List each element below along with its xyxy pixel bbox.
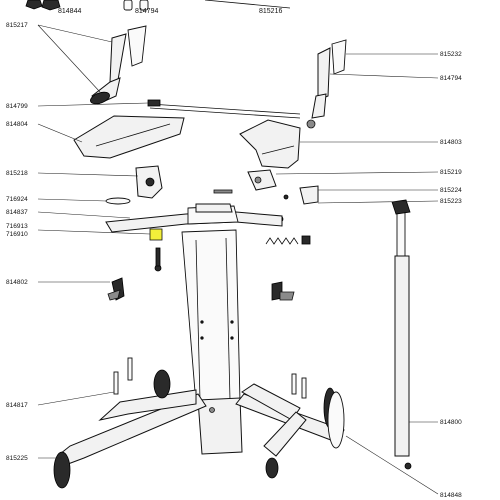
part-label-716913: 716913 xyxy=(6,223,28,230)
part-label-814800: 814800 xyxy=(440,419,462,426)
part-label-814794: 814794 xyxy=(440,75,462,82)
part-label-815225: 815225 xyxy=(6,455,28,462)
part-label-814804: 814804 xyxy=(6,121,28,128)
part-label-814803: 814803 xyxy=(440,139,462,146)
part-label-815218: 815218 xyxy=(6,170,28,177)
base-frame-icon xyxy=(59,383,345,465)
part-label-716924: 716924 xyxy=(6,196,28,203)
left-pad-icon xyxy=(73,115,185,159)
left-bracket-icon xyxy=(135,165,163,199)
right-bracket-icon xyxy=(247,169,319,205)
top-label-2: 814794 xyxy=(135,8,158,15)
spring-icon xyxy=(265,235,311,245)
right-pad-icon xyxy=(239,119,301,169)
part-label-815217: 815217 xyxy=(6,22,28,29)
mast-column-icon xyxy=(181,229,243,455)
part-label-815219: 815219 xyxy=(440,169,462,176)
part-label-814802: 814802 xyxy=(6,279,28,286)
top-strip: 814844 814794 815216 xyxy=(25,0,291,15)
highlighted-part-icon xyxy=(149,228,163,241)
top-label-1: 814844 xyxy=(58,8,81,15)
gas-strut-icon xyxy=(391,199,412,470)
vertical-bolts-icon xyxy=(113,357,307,399)
part-label-814848: 814848 xyxy=(440,492,462,499)
top-part-rod-icon xyxy=(204,0,291,9)
leader-lines-left xyxy=(37,24,151,459)
part-label-814799: 814799 xyxy=(6,103,28,110)
right-handle-icon xyxy=(306,39,347,129)
right-labels: 815232 814794 814803 815219 815224 81522… xyxy=(440,51,462,499)
left-labels: 815217 814799 814804 815218 716924 81483… xyxy=(6,22,28,462)
part-label-716910: 716910 xyxy=(6,231,28,238)
left-handle-icon xyxy=(90,25,147,105)
leader-lines-right xyxy=(275,53,439,495)
top-label-3: 815216 xyxy=(259,8,282,15)
cross-rod-icon xyxy=(147,99,301,119)
right-locking-pin-icon xyxy=(271,281,295,301)
part-label-815224: 815224 xyxy=(440,187,462,194)
left-locking-pin-icon xyxy=(107,277,125,301)
castor-wheels-icon xyxy=(53,369,345,489)
part-label-815232: 815232 xyxy=(440,51,462,58)
top-frame-plate-icon xyxy=(105,203,283,233)
part-label-815223: 815223 xyxy=(440,198,462,205)
top-part-knobs-icon xyxy=(25,0,61,11)
part-label-814837: 814837 xyxy=(6,209,28,216)
top-part-tubes-icon xyxy=(123,0,149,11)
part-label-814817: 814817 xyxy=(6,402,28,409)
